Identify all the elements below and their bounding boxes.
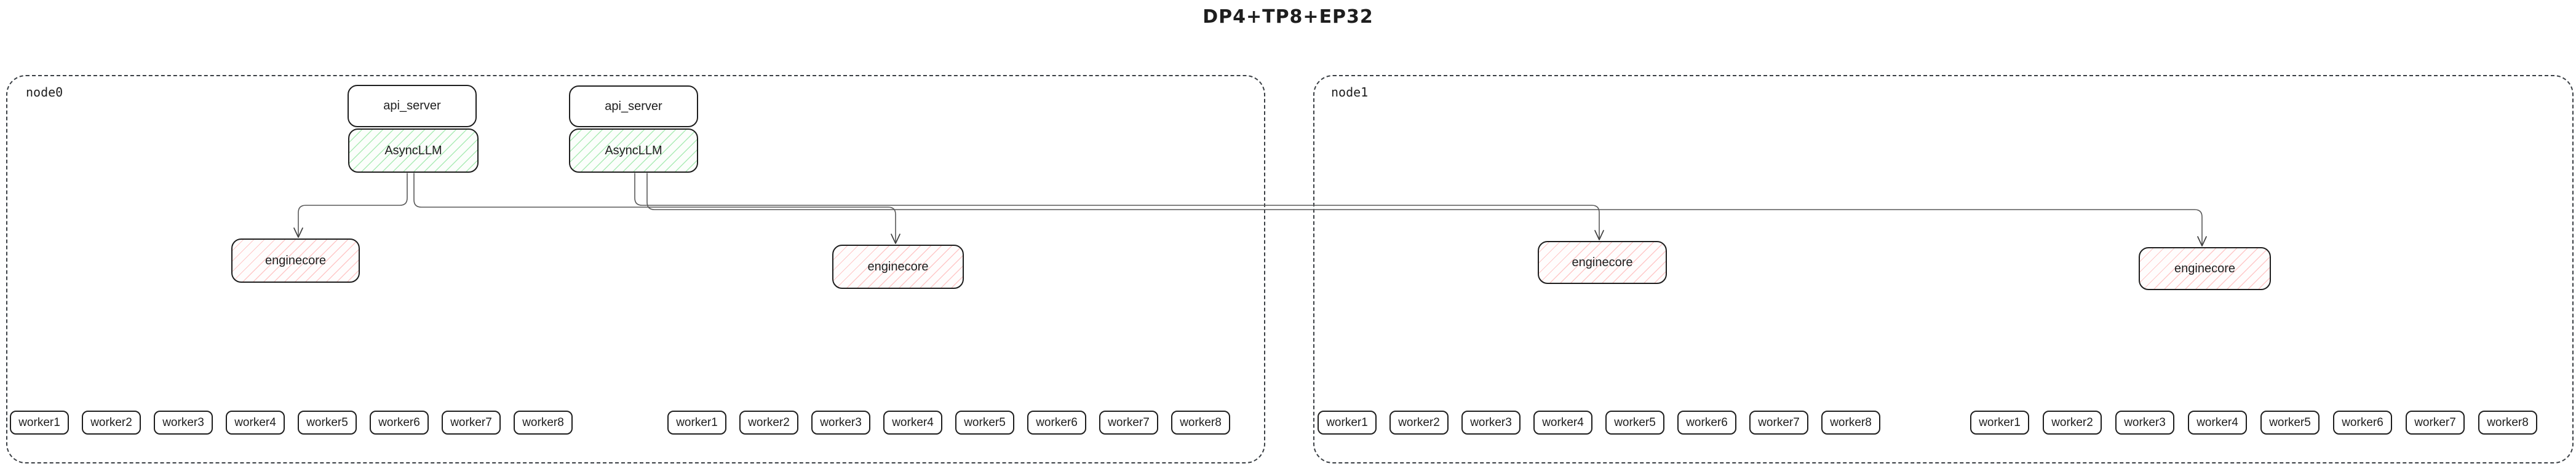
- worker-box[interactable]: worker3: [811, 411, 870, 435]
- worker-box[interactable]: worker3: [2115, 411, 2174, 435]
- worker-box[interactable]: worker7: [2406, 411, 2465, 435]
- enginecore-box-4[interactable]: enginecore: [2139, 247, 2271, 290]
- worker-box[interactable]: worker2: [739, 411, 798, 435]
- worker-box[interactable]: worker7: [442, 411, 501, 435]
- worker-box[interactable]: worker5: [2260, 411, 2320, 435]
- worker-box[interactable]: worker5: [955, 411, 1014, 435]
- node0-container[interactable]: [6, 75, 1265, 463]
- worker-box[interactable]: worker4: [226, 411, 285, 435]
- worker-box[interactable]: worker7: [1749, 411, 1808, 435]
- worker-box[interactable]: worker6: [1677, 411, 1736, 435]
- enginecore-box-2[interactable]: enginecore: [832, 245, 964, 289]
- worker-box[interactable]: worker2: [2043, 411, 2102, 435]
- worker-box[interactable]: worker4: [2188, 411, 2247, 435]
- worker-box[interactable]: worker7: [1099, 411, 1158, 435]
- asyncllm-box-1[interactable]: AsyncLLM: [348, 128, 479, 173]
- worker-box[interactable]: worker3: [154, 411, 213, 435]
- worker-box[interactable]: worker8: [1821, 411, 1880, 435]
- asyncllm-box-2[interactable]: AsyncLLM: [569, 128, 698, 173]
- node1-label: node1: [1331, 85, 1369, 100]
- enginecore-box-3[interactable]: enginecore: [1538, 241, 1667, 284]
- worker-box[interactable]: worker5: [298, 411, 357, 435]
- worker-box[interactable]: worker5: [1605, 411, 1664, 435]
- worker-box[interactable]: worker1: [667, 411, 726, 435]
- worker-box[interactable]: worker6: [1027, 411, 1086, 435]
- enginecore-box-1[interactable]: enginecore: [231, 238, 360, 283]
- api-server-box-1[interactable]: api_server: [348, 85, 477, 127]
- worker-box[interactable]: worker2: [1389, 411, 1449, 435]
- api-server-box-2[interactable]: api_server: [569, 85, 698, 127]
- node1-container[interactable]: [1313, 75, 2574, 463]
- worker-box[interactable]: worker4: [883, 411, 942, 435]
- worker-box[interactable]: worker8: [1171, 411, 1230, 435]
- worker-box[interactable]: worker6: [2333, 411, 2392, 435]
- diagram-title: DP4+TP8+EP32: [1203, 6, 1373, 28]
- worker-box[interactable]: worker1: [10, 411, 69, 435]
- worker-box[interactable]: worker4: [1533, 411, 1592, 435]
- worker-box[interactable]: worker3: [1461, 411, 1521, 435]
- worker-box[interactable]: worker8: [2478, 411, 2537, 435]
- worker-box[interactable]: worker8: [514, 411, 573, 435]
- worker-box[interactable]: worker6: [370, 411, 429, 435]
- worker-box[interactable]: worker1: [1318, 411, 1377, 435]
- node0-label: node0: [26, 85, 63, 100]
- worker-box[interactable]: worker1: [1970, 411, 2029, 435]
- worker-box[interactable]: worker2: [82, 411, 141, 435]
